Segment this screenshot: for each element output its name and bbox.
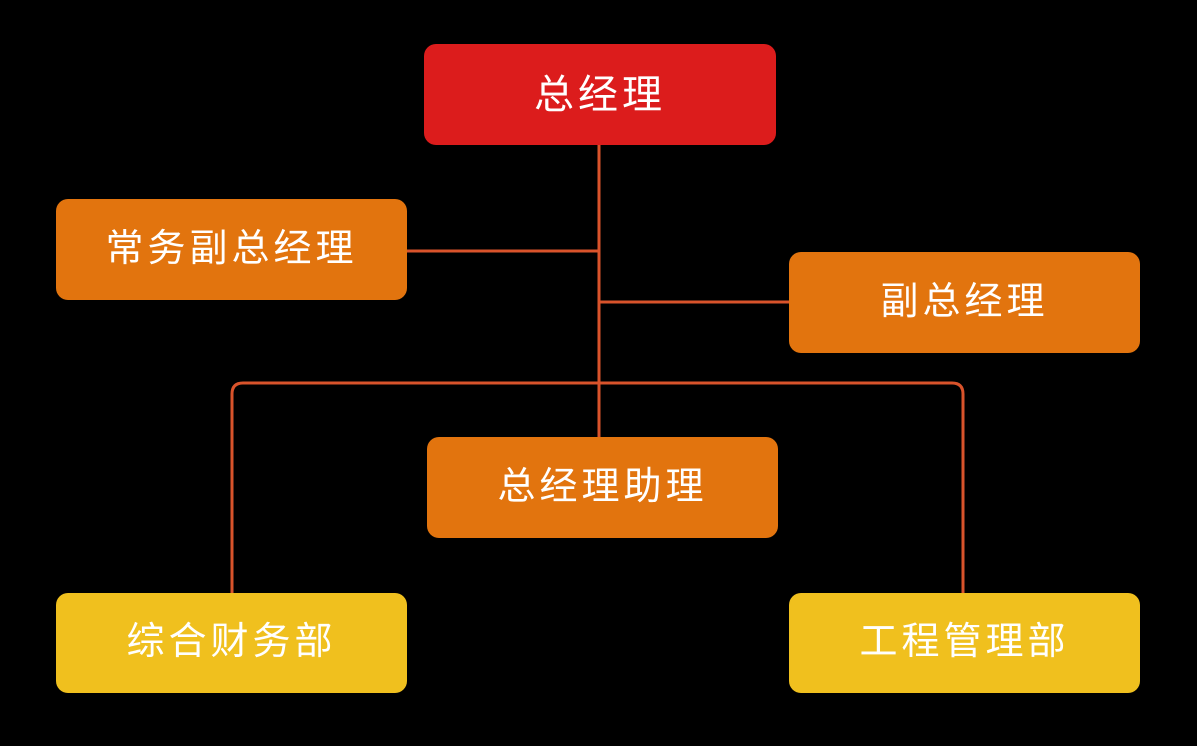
node-label: 工程管理部 (859, 621, 1070, 664)
node-label: 副总经理 (880, 280, 1049, 323)
node-executive-deputy-general-manager[interactable]: 常务副总经理 (56, 199, 407, 300)
node-engineering-management-department[interactable]: 工程管理部 (789, 593, 1140, 693)
node-general-manager[interactable]: 总经理 (424, 44, 776, 145)
node-deputy-general-manager[interactable]: 副总经理 (789, 252, 1140, 353)
node-label: 常务副总经理 (105, 227, 358, 270)
node-general-manager-assistant[interactable]: 总经理助理 (427, 437, 778, 538)
node-finance-department[interactable]: 综合财务部 (56, 593, 407, 693)
node-label: 综合财务部 (126, 621, 337, 664)
node-label: 总经理助理 (497, 465, 708, 508)
node-label: 总经理 (534, 72, 666, 117)
